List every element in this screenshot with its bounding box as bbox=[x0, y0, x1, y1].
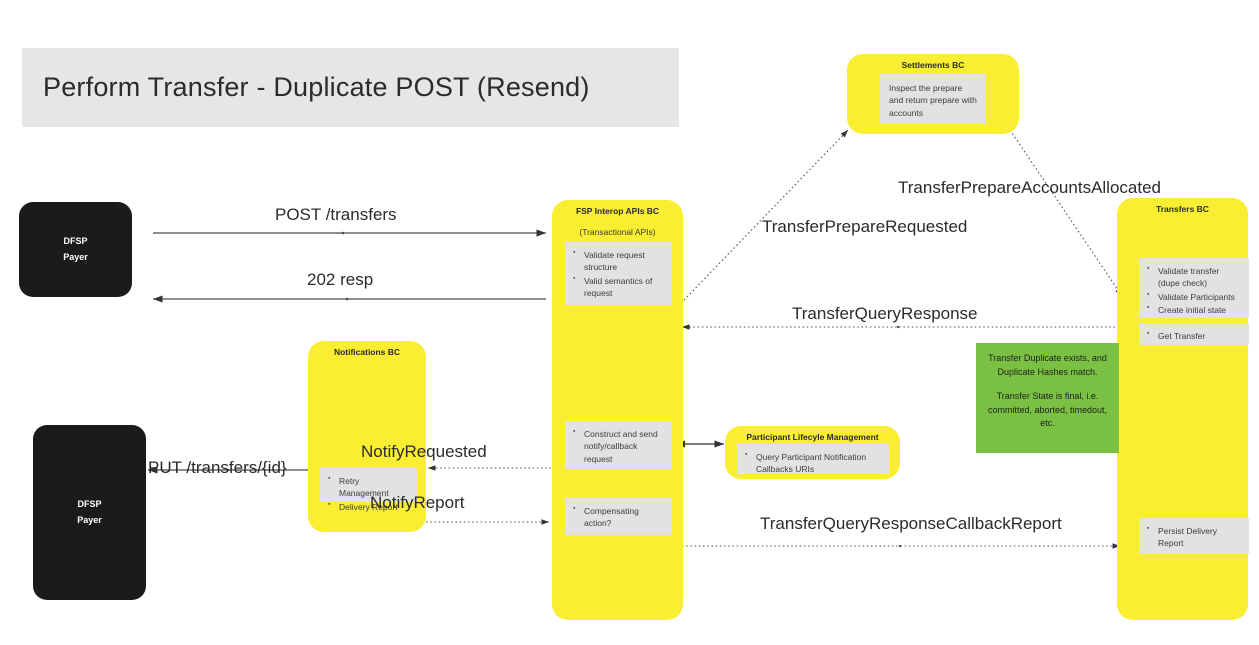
transfers-note-persist: Persist Delivery Report bbox=[1139, 518, 1249, 554]
edge-label-notify-report: NotifyReport bbox=[370, 493, 465, 512]
wire-transfer-prepare-accounts-allocated bbox=[1009, 129, 1123, 297]
highlight-line-1: Transfer Duplicate exists, and Duplicate… bbox=[988, 353, 1107, 377]
fsp-interop-note-construct: Construct and send notify/callback reque… bbox=[565, 421, 672, 469]
fsp-interop-bc-title: FSP Interop APIs BC bbox=[575, 206, 660, 216]
context-fsp-interop-apis-bc[interactable]: FSP Interop APIs BC (Transactional APIs)… bbox=[552, 200, 683, 620]
actor-bottom-line2: Payer bbox=[77, 514, 102, 525]
fsp-validate-item-2: Valid semantics of request bbox=[573, 274, 666, 300]
participant-lifecycle-item-1: Query Participant Notification Callbacks… bbox=[745, 450, 883, 476]
participant-lifecycle-title: Participant Lifecyle Management bbox=[746, 432, 879, 442]
wire-transfer-query-response bbox=[682, 324, 1115, 330]
transfers-note-validate: Validate transfer (dupe check) Validate … bbox=[1139, 258, 1249, 318]
edge-label-202-resp: 202 resp bbox=[307, 270, 374, 289]
context-settlements-bc[interactable]: Settlements BC Inspect the prepare and r… bbox=[847, 54, 1019, 134]
edge-label-transfer-prepare-accounts-allocated: TransferPrepareAccountsAllocated bbox=[898, 178, 1162, 197]
context-participant-lifecycle-management[interactable]: Participant Lifecyle Management Query Pa… bbox=[725, 426, 900, 479]
edge-label-post-transfers: POST /transfers bbox=[275, 205, 397, 224]
wire-transfer-query-response-callback-report bbox=[682, 543, 1120, 549]
actor-top-line2: Payer bbox=[63, 251, 88, 262]
transfers-note-get-transfer: Get Transfer bbox=[1139, 323, 1249, 345]
wire-post-transfers bbox=[153, 229, 546, 237]
edge-label-transfer-query-response: TransferQueryResponse bbox=[792, 304, 978, 323]
notifications-note: Retry Management Delivery Report bbox=[320, 468, 417, 512]
settlements-note: Inspect the prepare and return prepare w… bbox=[880, 74, 986, 124]
edge-label-transfer-prepare-requested: TransferPrepareRequested bbox=[762, 217, 968, 236]
notifications-item-2: Delivery Report bbox=[328, 500, 411, 513]
transfers-bc-title: Transfers BC bbox=[1156, 204, 1209, 214]
fsp-validate-item-1: Validate request structure bbox=[573, 248, 666, 274]
wire-202-resp bbox=[153, 295, 546, 303]
actor-dfsp-payer-top: DFSP Payer bbox=[19, 202, 132, 297]
transfers-validate-item-1: Validate transfer (dupe check) bbox=[1147, 264, 1243, 290]
participant-lifecycle-note: Query Participant Notification Callbacks… bbox=[737, 444, 889, 474]
transfers-persist-item-1: Persist Delivery Report bbox=[1147, 524, 1243, 550]
notifications-bc-title: Notifications BC bbox=[333, 347, 401, 357]
settlements-bc-title: Settlements BC bbox=[901, 60, 965, 70]
edge-label-put-transfers-id: PUT /transfers/{id} bbox=[148, 458, 287, 477]
edge-label-transfer-query-response-callback-report: TransferQueryResponseCallbackReport bbox=[760, 514, 1062, 533]
actor-bottom-line1: DFSP bbox=[77, 498, 102, 509]
context-transfers-bc[interactable]: Transfers BC Validate transfer (dupe che… bbox=[1117, 198, 1249, 620]
transfers-validate-item-3: Create initial state bbox=[1147, 303, 1243, 316]
context-notifications-bc[interactable]: Notifications BC Retry Management Delive… bbox=[308, 341, 426, 532]
wire-transfer-prepare-requested bbox=[683, 129, 849, 301]
duplicate-condition-callout: Transfer Duplicate exists, and Duplicate… bbox=[976, 343, 1119, 453]
title-banner: Perform Transfer - Duplicate POST (Resen… bbox=[22, 48, 679, 127]
highlight-line-2: Transfer State is final, i.e. committed,… bbox=[987, 391, 1108, 428]
transfers-validate-item-2: Validate Participants bbox=[1147, 290, 1243, 303]
fsp-interop-bc-subtitle: (Transactional APIs) bbox=[579, 227, 656, 237]
edge-label-notify-requested: NotifyRequested bbox=[361, 442, 487, 461]
transfers-get-item-1: Get Transfer bbox=[1147, 329, 1243, 342]
fsp-construct-item-1: Construct and send notify/callback reque… bbox=[573, 427, 666, 465]
actor-dfsp-payer-bottom: DFSP Payer bbox=[33, 425, 146, 600]
notifications-item-1: Retry Management bbox=[328, 474, 411, 500]
actor-top-line1: DFSP bbox=[63, 235, 88, 246]
fsp-interop-note-compensating: Compensating action? bbox=[565, 498, 672, 535]
page-title: Perform Transfer - Duplicate POST (Resen… bbox=[43, 72, 590, 102]
fsp-compensating-item-1: Compensating action? bbox=[573, 504, 666, 530]
fsp-interop-note-validate: Validate request structure Valid semanti… bbox=[565, 242, 672, 305]
